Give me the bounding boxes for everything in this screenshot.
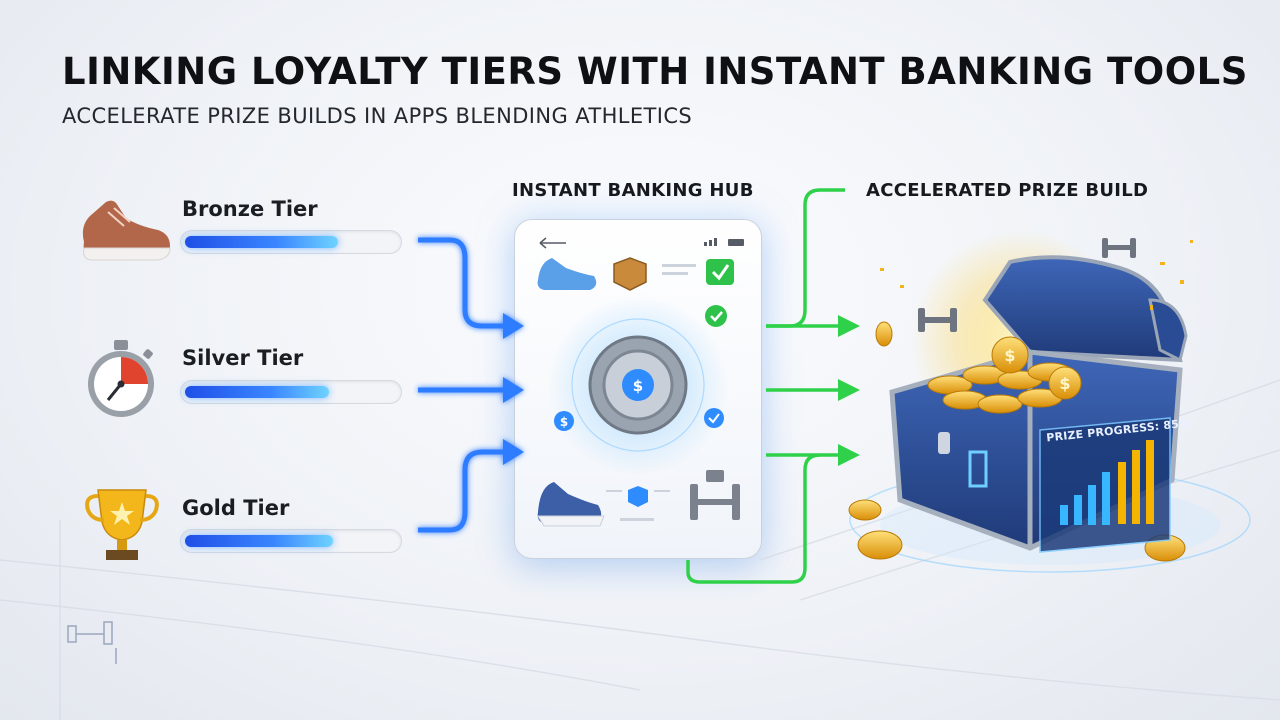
prize-label: ACCELERATED PRIZE BUILD — [866, 180, 1149, 201]
tier-progress-fill — [185, 535, 333, 547]
tier-arrowheads — [503, 313, 524, 465]
hub-label: INSTANT BANKING HUB — [512, 180, 754, 201]
prize-arrowheads — [838, 315, 860, 466]
svg-text:$: $ — [633, 377, 643, 395]
tier-label-bronze: Bronze Tier — [182, 197, 318, 221]
tier-progress-silver — [180, 380, 402, 404]
tier-label-silver: Silver Tier — [182, 346, 304, 370]
svg-text:$: $ — [560, 415, 568, 429]
svg-text:$: $ — [1004, 346, 1015, 365]
trophy-icon — [85, 489, 159, 560]
page-title: LINKING LOYALTY TIERS WITH INSTANT BANKI… — [62, 50, 1248, 93]
tier-progress-fill — [185, 236, 338, 248]
prize-connectors — [686, 188, 845, 584]
sneaker-icon — [82, 200, 171, 261]
page-subtitle: ACCELERATE PRIZE BUILDS IN APPS BLENDING… — [62, 104, 693, 128]
tier-connectors — [418, 237, 505, 533]
tier-label-gold: Gold Tier — [182, 496, 290, 520]
tier-progress-fill — [185, 386, 329, 398]
dumbbell-outline-icon — [67, 621, 117, 664]
phone-contents: $ $ — [537, 237, 744, 527]
tier-progress-gold — [180, 529, 402, 553]
svg-text:$: $ — [1059, 374, 1070, 393]
stopwatch-icon — [88, 340, 154, 417]
treasure-chest-illustration: $ $ — [848, 230, 1251, 573]
tier-progress-bronze — [180, 230, 402, 254]
